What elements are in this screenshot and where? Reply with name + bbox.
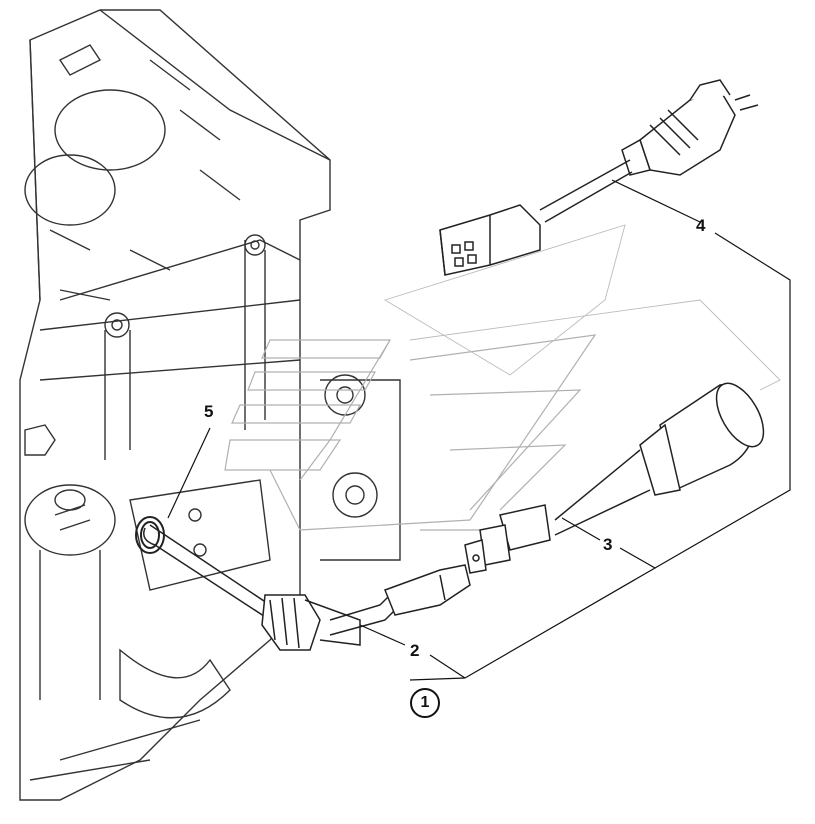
pin-connector bbox=[539, 79, 759, 223]
callout-1-label: 1 bbox=[420, 694, 430, 711]
callout-4: 4 bbox=[696, 216, 706, 235]
callout-3: 3 bbox=[603, 535, 613, 554]
callout-5: 5 bbox=[204, 402, 214, 421]
sensor-housing bbox=[464, 382, 765, 574]
projection-planes bbox=[383, 224, 781, 391]
seal-ring bbox=[135, 516, 165, 554]
rectangular-connector bbox=[439, 204, 541, 276]
watermark-logo bbox=[224, 334, 597, 531]
engine-block bbox=[19, 9, 401, 801]
heater-element bbox=[143, 524, 471, 651]
leader-lines bbox=[167, 179, 791, 681]
callout-2: 2 bbox=[410, 641, 420, 660]
callout-1: 1 bbox=[410, 688, 440, 718]
